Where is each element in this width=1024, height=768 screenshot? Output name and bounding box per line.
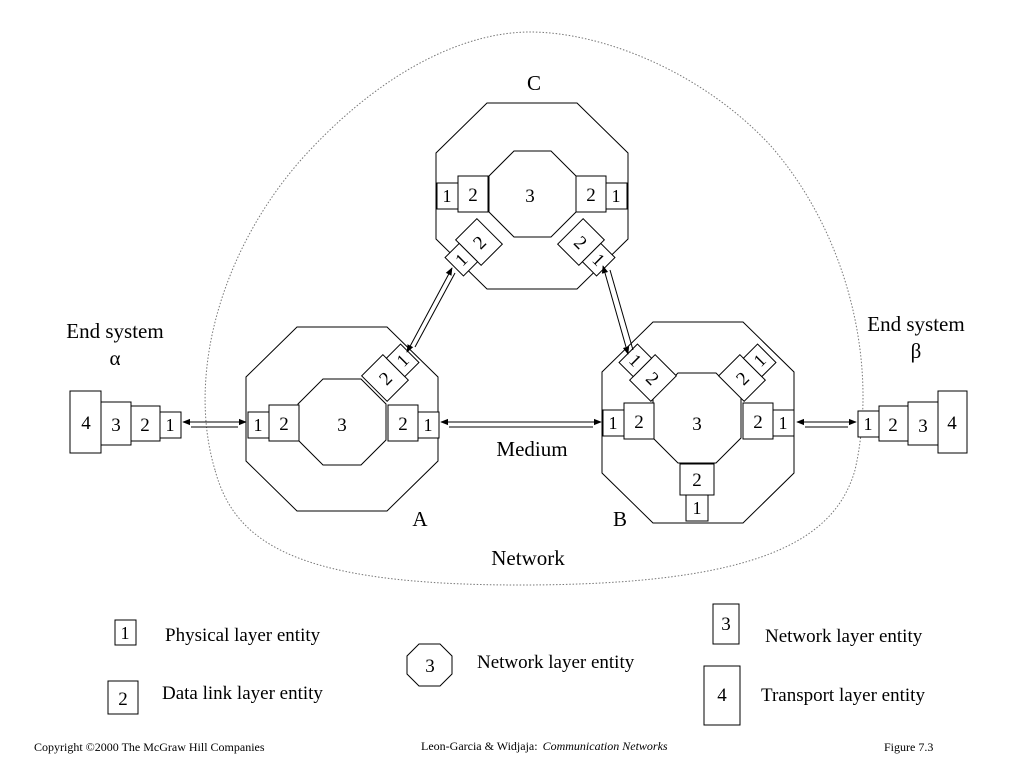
- a-right-physical: 1: [424, 415, 433, 435]
- legend-datalink-symbol: 2: [118, 689, 128, 710]
- router-c-inner: [488, 150, 577, 238]
- router-a-outer: [245, 326, 439, 512]
- link-c-b: [601, 265, 630, 355]
- end-system-alpha-title: End system: [66, 319, 163, 343]
- router-c-label: C: [527, 71, 541, 95]
- router-a-label: A: [412, 507, 428, 531]
- footer-figure: Figure 7.3: [884, 740, 933, 754]
- end-system-beta-symbol: β: [911, 339, 922, 363]
- b-left-physical: 1: [609, 413, 618, 433]
- end-system-beta: End system β 1 2 3 4: [857, 312, 968, 454]
- medium-label: Medium: [496, 437, 567, 461]
- legend-network-end-symbol: 3: [721, 614, 731, 635]
- end-system-alpha: End system α 4 3 2 1: [66, 319, 182, 454]
- legend: 1 Physical layer entity 2 Data link laye…: [107, 603, 925, 726]
- a-right-datalink: 2: [398, 414, 408, 435]
- router-b-label: B: [613, 507, 627, 531]
- router-b-outer: [601, 321, 795, 524]
- b-left-datalink: 2: [634, 412, 644, 433]
- legend-network-end-text: Network layer entity: [765, 626, 923, 647]
- legend-physical-symbol: 1: [121, 623, 130, 643]
- b-bottom-physical: 1: [693, 498, 702, 518]
- legend-router-network-digit: 3: [425, 656, 435, 677]
- alpha-physical: 1: [166, 415, 175, 435]
- legend-router-network-symbol: [406, 643, 453, 687]
- beta-transport: 4: [947, 413, 957, 434]
- a-left-physical: 1: [254, 415, 263, 435]
- footer: Copyright ©2000 The McGraw Hill Companie…: [34, 739, 933, 754]
- router-a-network-label: 3: [337, 415, 347, 436]
- b-right-datalink: 2: [753, 412, 763, 433]
- c-right-datalink: 2: [586, 185, 596, 206]
- alpha-transport: 4: [81, 413, 91, 434]
- c-right-physical: 1: [612, 186, 621, 206]
- footer-authors: Leon-Garcia & Widjaja: Communication Netw…: [421, 739, 668, 753]
- router-c-network-label: 3: [525, 186, 535, 207]
- router-a: 3 A 1 2 2 1 2 1: [245, 326, 440, 531]
- footer-authors-name: Leon-Garcia & Widjaja:: [421, 739, 538, 753]
- legend-datalink-text: Data link layer entity: [162, 683, 323, 704]
- beta-network: 3: [918, 416, 928, 437]
- footer-copyright: Copyright ©2000 The McGraw Hill Companie…: [34, 740, 265, 754]
- network-label: Network: [491, 546, 565, 570]
- network-boundary: [204, 31, 864, 586]
- legend-transport-text: Transport layer entity: [761, 685, 925, 706]
- footer-book: Communication Networks: [543, 739, 668, 753]
- legend-network-router-text: Network layer entity: [477, 652, 635, 673]
- router-c: 3 C 1 2 2 1 2 1 2 1: [435, 71, 629, 290]
- beta-physical: 1: [864, 414, 873, 434]
- alpha-datalink: 2: [140, 415, 150, 436]
- c-left-physical: 1: [443, 186, 452, 206]
- links: [182, 265, 857, 428]
- router-b: 3 B 1 2 2 1 2 1 2 1 2 1: [601, 321, 795, 531]
- c-left-datalink: 2: [468, 185, 478, 206]
- end-system-alpha-symbol: α: [109, 346, 120, 370]
- legend-transport-symbol: 4: [717, 685, 727, 706]
- end-system-beta-title: End system: [867, 312, 964, 336]
- a-left-datalink: 2: [279, 414, 289, 435]
- link-a-c: [406, 267, 453, 353]
- router-c-outer: [435, 102, 629, 290]
- alpha-network: 3: [111, 415, 121, 436]
- b-bottom-datalink: 2: [692, 470, 702, 491]
- beta-datalink: 2: [888, 415, 898, 436]
- legend-physical-text: Physical layer entity: [165, 625, 321, 646]
- router-b-network-label: 3: [692, 414, 702, 435]
- b-right-physical: 1: [779, 413, 788, 433]
